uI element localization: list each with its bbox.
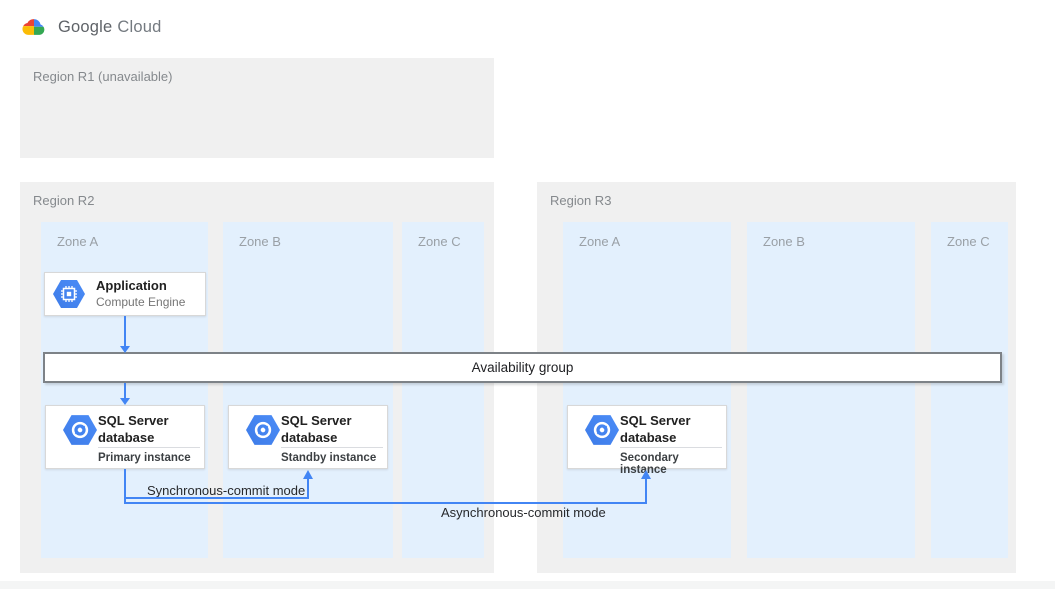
card-divider <box>620 447 722 448</box>
availability-group-box: Availability group <box>43 352 1002 383</box>
sql-title: SQL Server database <box>98 413 169 445</box>
sql-role: Primary instance <box>98 452 191 464</box>
sql-secondary-card: SQL Server database Secondary instance <box>567 405 727 476</box>
cloud-sql-icon <box>63 415 97 445</box>
cloud-sql-icon <box>246 415 280 445</box>
availability-group-label: Availability group <box>471 360 574 375</box>
region-r2-label: Region R2 <box>33 193 95 208</box>
zone-label: Zone C <box>947 234 990 249</box>
region-r1-unavailable: Region R1 (unavailable) <box>20 58 494 158</box>
region-r1-label: Region R1 (unavailable) <box>33 69 173 84</box>
zone-label: Zone A <box>57 234 99 249</box>
zone-label: Zone C <box>418 234 461 249</box>
async-commit-label: Asynchronous-commit mode <box>441 505 606 520</box>
brand-google: Google <box>58 17 113 36</box>
application-subtitle: Compute Engine <box>96 294 186 309</box>
sql-role: Secondary instance <box>620 452 679 476</box>
zone-label: Zone A <box>579 234 621 249</box>
region-r3-zone-c: Zone C <box>931 222 1008 558</box>
zone-label: Zone B <box>763 234 805 249</box>
sql-title: SQL Server database <box>281 413 352 445</box>
sync-commit-label: Synchronous-commit mode <box>147 483 306 498</box>
sql-role: Standby instance <box>281 452 377 464</box>
brand-cloud: Cloud <box>117 17 162 36</box>
google-cloud-logo-icon <box>22 18 45 35</box>
logo-green-segment <box>34 26 45 35</box>
region-r2-zone-b: Zone B <box>223 222 393 558</box>
sql-title: SQL Server database <box>620 413 691 445</box>
card-divider <box>98 447 200 448</box>
compute-engine-icon <box>53 280 85 308</box>
card-divider <box>281 447 383 448</box>
logo-blue-segment <box>34 18 45 27</box>
region-r3-label: Region R3 <box>550 193 612 208</box>
logo-yellow-segment <box>22 25 34 35</box>
region-r3-zone-b: Zone B <box>747 222 915 558</box>
cloud-sql-icon <box>585 415 619 445</box>
application-card: Application Compute Engine <box>44 272 206 316</box>
application-title: Application <box>96 278 167 294</box>
sql-primary-card: SQL Server database Primary instance <box>45 405 205 469</box>
zone-label: Zone B <box>239 234 281 249</box>
page-bottom-edge <box>0 581 1055 589</box>
logo-red-segment <box>22 18 34 26</box>
sql-standby-card: SQL Server database Standby instance <box>228 405 388 469</box>
